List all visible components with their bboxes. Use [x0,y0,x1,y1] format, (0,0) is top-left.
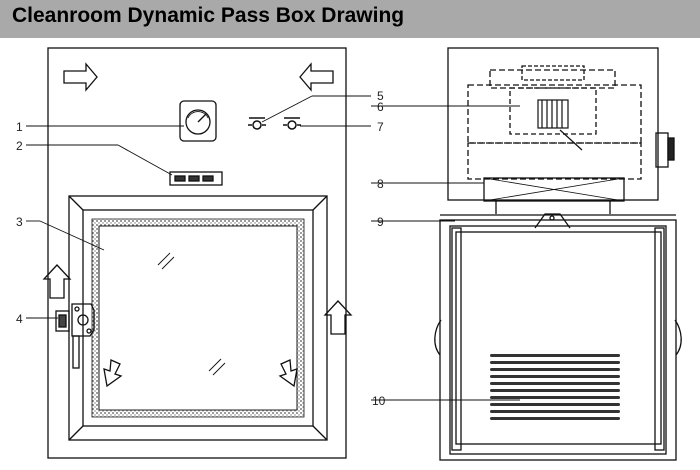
airflow-arrow-up-icon [42,264,72,299]
fan-motor-icon [537,99,583,151]
airflow-arrow-icon [278,359,298,388]
chamber-body [439,219,677,461]
control-panel-icon [169,171,223,186]
valve-icon [248,117,266,130]
fan-housing [447,47,659,201]
callout-3: 3 [16,215,23,229]
door-interlock-icon [55,303,95,369]
hepa-filter-icon [483,177,625,214]
page-title: Cleanroom Dynamic Pass Box Drawing [12,4,405,27]
callout-9: 9 [377,215,384,229]
callout-8: 8 [377,177,384,191]
airflow-arrow-up-icon [323,300,353,335]
callout-1: 1 [16,120,23,134]
valve-icon [283,117,301,130]
callout-7: 7 [377,120,384,134]
callout-6: 6 [377,100,384,114]
pressure-gauge-icon [179,100,217,142]
airflow-arrow-icon [103,359,123,388]
side-handle [674,319,682,356]
callout-5: 5 [377,89,384,103]
callout-2: 2 [16,139,23,153]
airflow-arrow-left-icon [299,62,334,92]
cabinet-body [47,47,347,459]
door-frame [68,195,328,441]
side-handle [434,319,442,356]
door-gasket [91,218,305,418]
perforated-grille [490,354,620,420]
callout-10: 10 [372,394,386,408]
airflow-arrow-right-icon [63,62,98,92]
callout-4: 4 [16,312,23,326]
front-view [42,47,353,459]
glass-window [98,225,298,411]
shelf-bracket [534,213,571,229]
side-view [434,47,682,461]
callouts [26,95,520,401]
title-banner: Cleanroom Dynamic Pass Box Drawing [0,0,700,38]
